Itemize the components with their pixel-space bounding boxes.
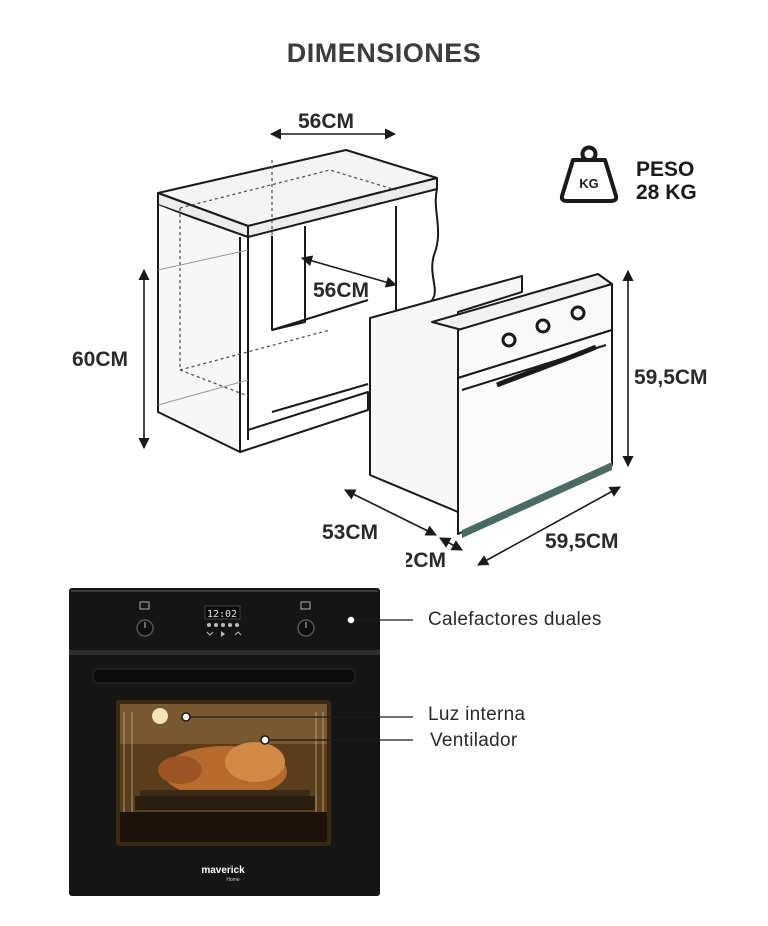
display-panel: [204, 605, 241, 620]
oven-photo: 12:02 maverick Home: [69, 588, 380, 896]
control-knob-left: [136, 619, 154, 637]
callout-light: Luz interna: [428, 704, 526, 725]
weight-icon-label: KG: [579, 176, 599, 191]
control-knob-right: [297, 619, 315, 637]
heaters-callout-dot: [346, 615, 356, 625]
cabinet-height-label: 60CM: [72, 348, 129, 371]
weight-label: PESO: [636, 158, 695, 181]
weight-block: PESO 28 KG: [636, 158, 697, 204]
touch-controls: [206, 623, 242, 637]
cabinet-depth-label: 56CM: [313, 279, 370, 302]
oven-height-label: 59,5CM: [634, 366, 708, 389]
cabinet-drawing: [157, 149, 440, 453]
oven-door-depth-label: 2CM: [406, 549, 446, 572]
temperature-icon: [300, 601, 311, 610]
oven-depth-label: 53CM: [322, 521, 379, 544]
weight-icon: KG: [559, 145, 619, 203]
dimension-arrows: [138, 128, 634, 566]
callout-fan: Ventilador: [430, 730, 518, 751]
function-icon: [139, 601, 150, 610]
callout-heaters: Calefactores duales: [428, 609, 602, 630]
cabinet-width-label: 56CM: [298, 110, 355, 133]
oven-width-label: 59,5CM: [545, 530, 619, 553]
display-time: 12:02: [207, 609, 237, 620]
page-title: DIMENSIONES: [286, 38, 482, 68]
callout-lines: [186, 619, 413, 741]
weight-value: 28 KG: [636, 181, 697, 204]
fan-callout-dot: [260, 735, 270, 745]
brand-logo-sub: Home: [226, 877, 240, 883]
oven-drawing: [369, 273, 613, 535]
door-handle: [92, 668, 356, 684]
brand-logo: maverick: [201, 865, 245, 876]
light-callout-dot: [181, 712, 191, 722]
